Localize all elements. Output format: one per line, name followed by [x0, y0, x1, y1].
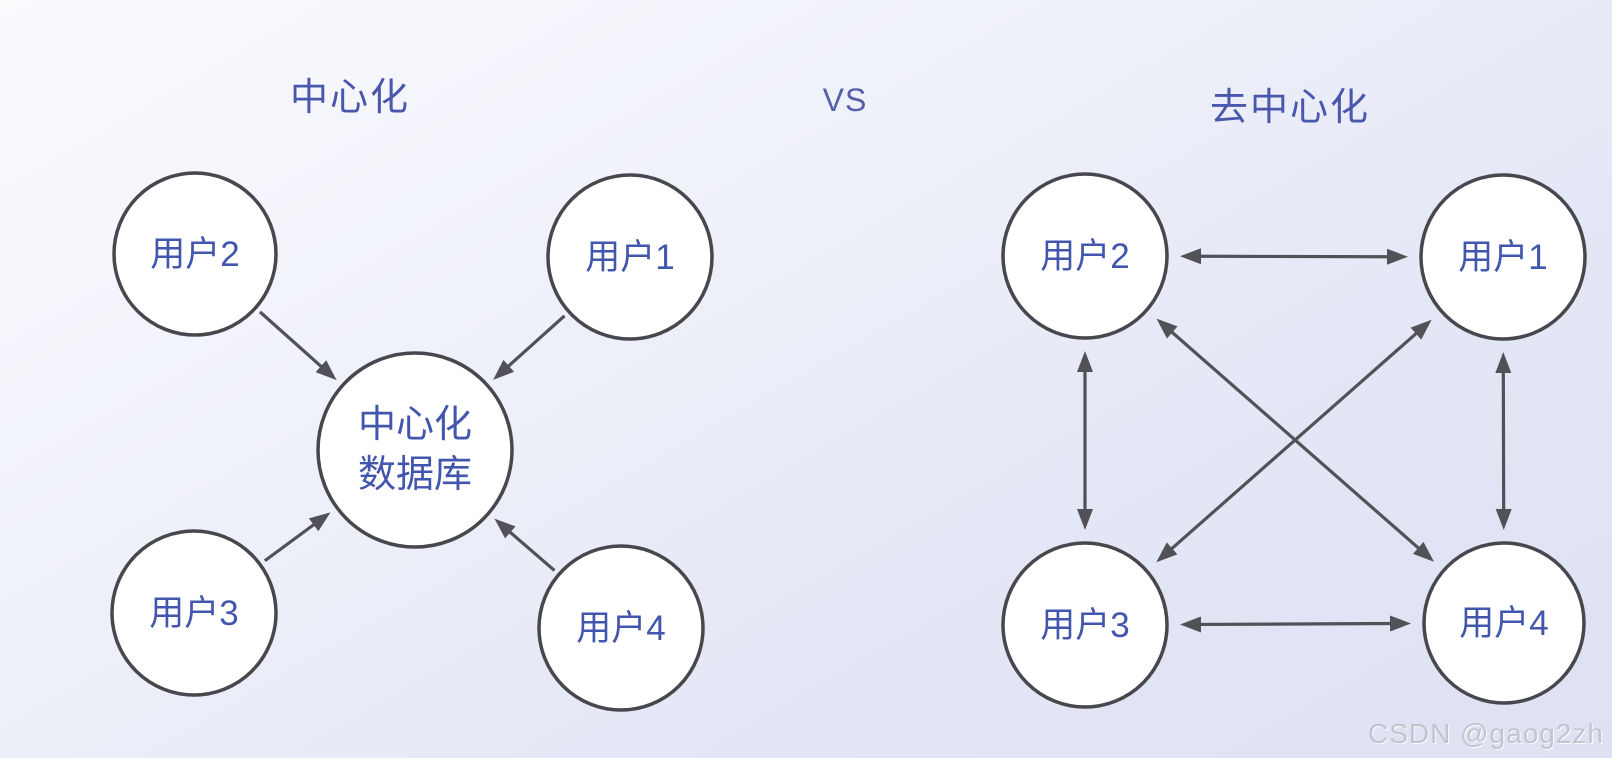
node-circle: [537, 544, 705, 712]
arrowhead: [494, 518, 516, 539]
arrowhead: [1410, 319, 1432, 340]
edge-line: [507, 529, 556, 572]
node-label: 用户3: [149, 594, 238, 633]
arrowhead: [1179, 248, 1202, 265]
arrowhead: [1495, 351, 1512, 374]
node-label: 用户2: [150, 235, 239, 274]
arrowhead: [1179, 616, 1202, 633]
edge-decentralized-user2-user1: [1179, 248, 1409, 265]
title-centralized: 中心化: [289, 77, 411, 119]
node-decentralized-user4: 用户4: [1422, 541, 1586, 705]
edge-decentralized-user3-user4: [1179, 615, 1412, 633]
edge-centralized-user1-db: [493, 314, 566, 380]
node-centralized-db: 中心化数据库: [316, 351, 514, 549]
node-label: 用户2: [1040, 237, 1129, 276]
node-label: 中心化数据库: [358, 404, 472, 496]
arrowhead: [493, 359, 515, 380]
edge-line: [506, 314, 566, 369]
arrowhead: [1156, 318, 1178, 339]
node-centralized-user1: 用户1: [546, 173, 714, 341]
node-circle: [112, 171, 278, 337]
node-label: 用户1: [1458, 238, 1547, 277]
arrowhead: [1077, 351, 1093, 372]
node-label: 用户4: [1459, 604, 1548, 643]
node-centralized-user4: 用户4: [537, 544, 705, 712]
edge-decentralized-user1-user4: [1495, 351, 1512, 531]
node-label: 用户4: [576, 609, 665, 648]
arrowhead: [1412, 541, 1435, 562]
edge-decentralized-user3-user1: [1156, 319, 1432, 563]
node-centralized-user3: 用户3: [110, 529, 278, 697]
node-decentralized-user1: 用户1: [1419, 173, 1587, 341]
node-centralized-user2: 用户2: [112, 171, 278, 337]
edge-line: [1198, 621, 1393, 627]
title-vs: VS: [822, 82, 868, 118]
title-decentralized: 去中心化: [1209, 87, 1371, 129]
node-circle: [110, 529, 278, 697]
node-decentralized-user3: 用户3: [1001, 541, 1169, 709]
edge-centralized-user3-db: [263, 512, 331, 563]
node-label: 用户3: [1040, 606, 1129, 645]
node-circle: [546, 173, 714, 341]
node-circle: [1001, 172, 1169, 340]
arrowhead: [308, 512, 331, 532]
edge-line: [263, 522, 317, 563]
watermark: CSDN @gaog2zh: [1368, 718, 1604, 749]
edge-line: [1169, 331, 1419, 551]
edge-decentralized-user2-user3: [1077, 351, 1093, 530]
edge-centralized-user4-db: [494, 518, 556, 572]
node-decentralized-user2: 用户2: [1001, 172, 1169, 340]
node-circle: [316, 351, 514, 549]
arrowhead: [1077, 509, 1093, 530]
edge-centralized-user2-db: [258, 310, 337, 381]
node-circle: [1422, 541, 1586, 705]
node-circle: [1001, 541, 1169, 709]
arrowhead: [1389, 615, 1412, 632]
arrowhead: [315, 360, 337, 381]
arrowhead: [1386, 248, 1409, 265]
edge-line: [258, 310, 324, 369]
arrowhead: [1156, 542, 1178, 563]
node-label: 用户1: [585, 238, 674, 277]
node-circle: [1419, 173, 1587, 341]
arrowhead: [1495, 508, 1512, 531]
